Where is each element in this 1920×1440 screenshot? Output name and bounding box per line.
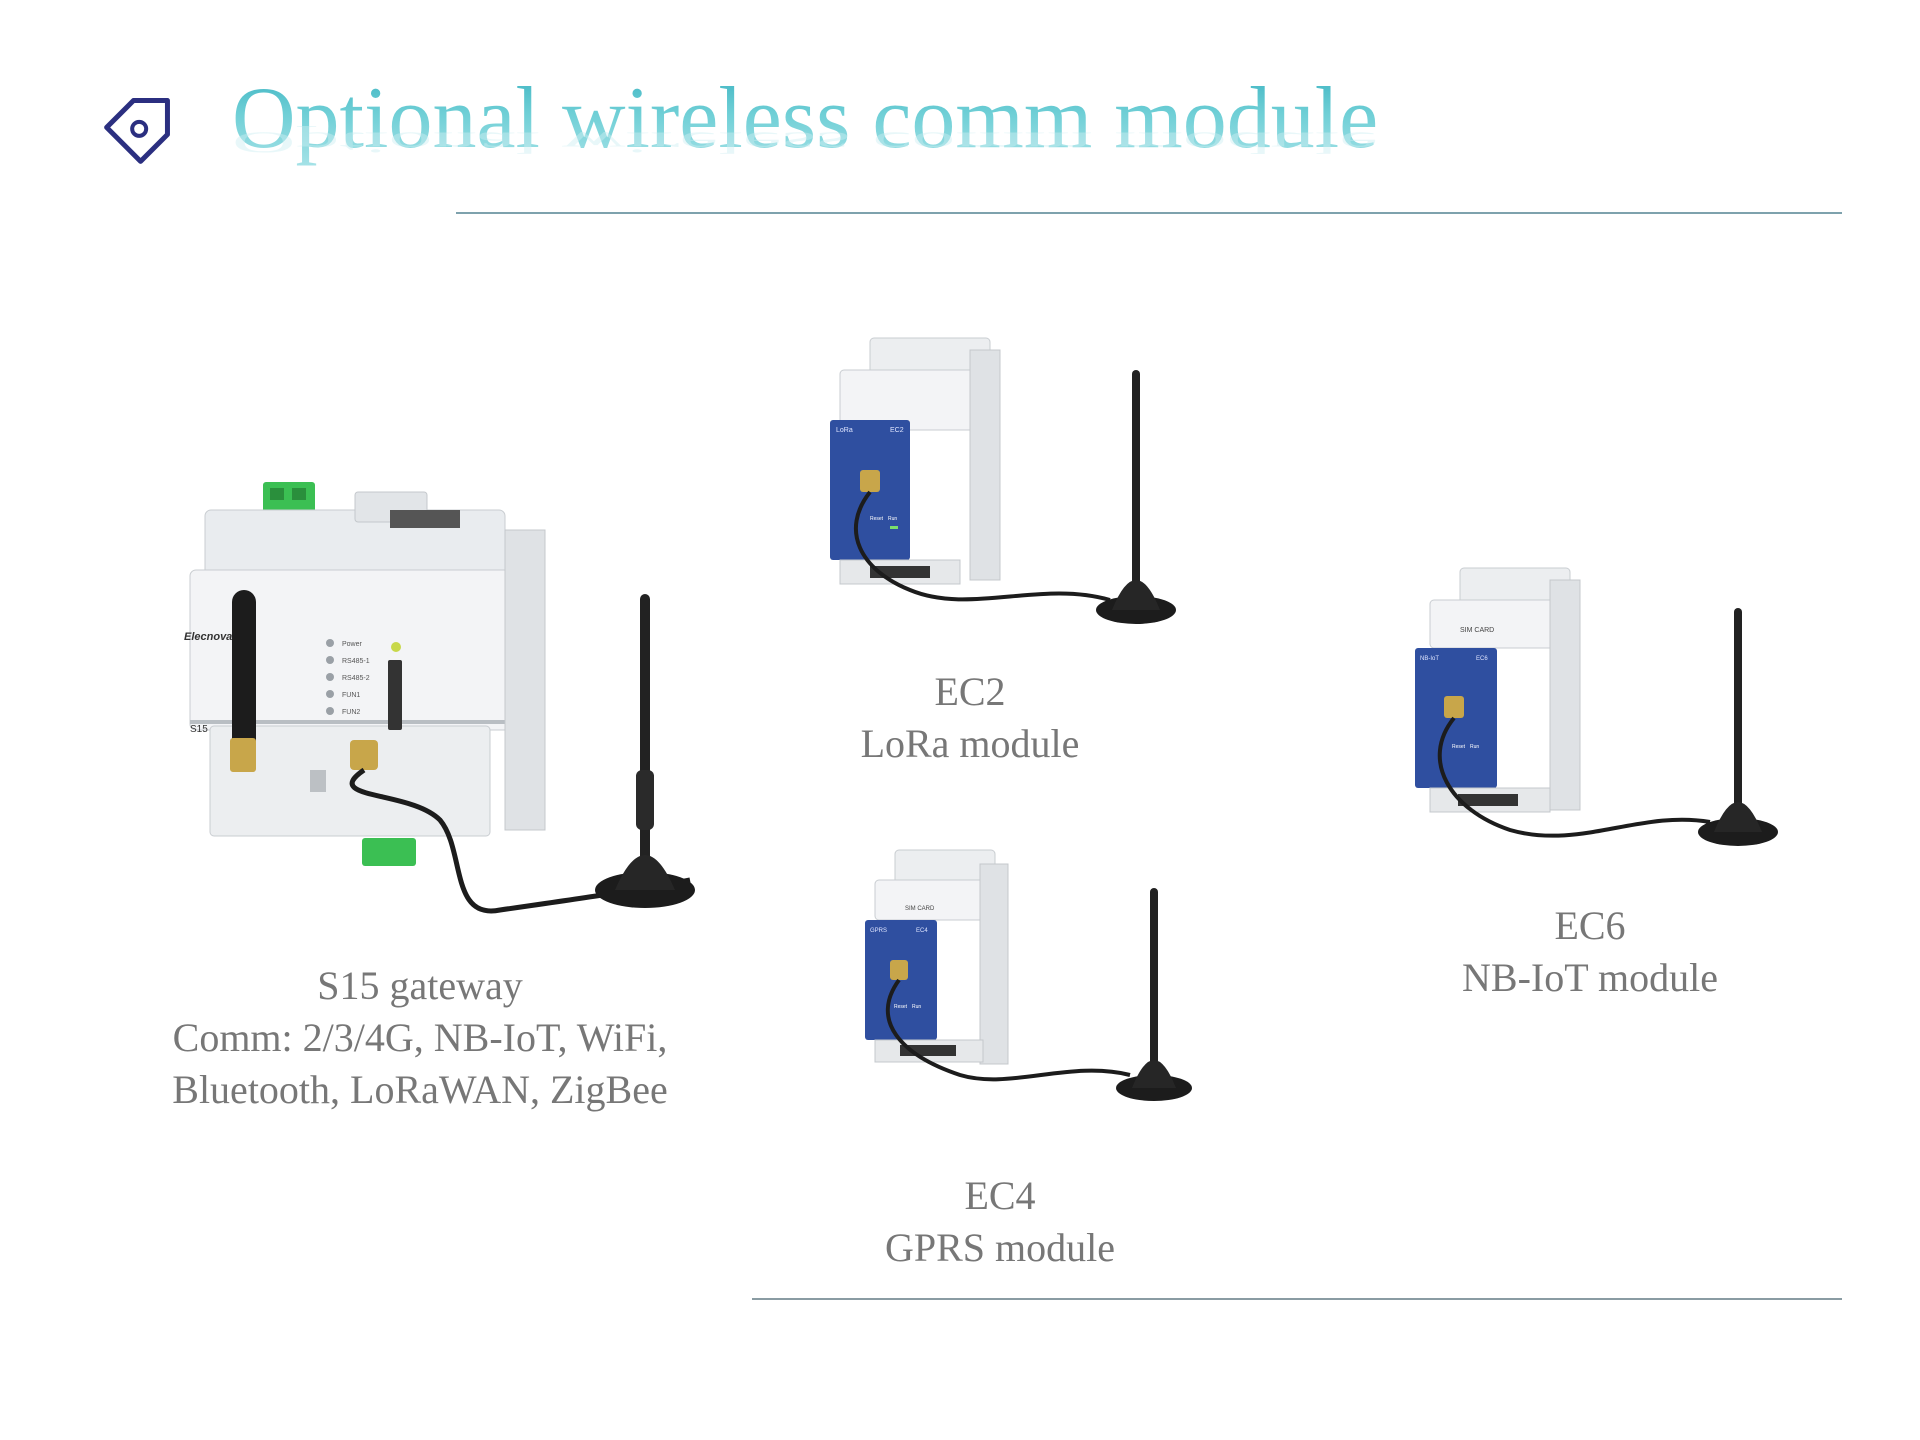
svg-text:NB-IoT: NB-IoT [1420, 656, 1439, 662]
svg-text:GPRS: GPRS [870, 928, 887, 934]
ec6-caption-title: EC6 [1554, 903, 1626, 948]
s15-caption-title: S15 gateway [317, 963, 523, 1008]
ec4-caption-title: EC4 [964, 1173, 1036, 1218]
s15-gateway-image: Elecnova S15 Power RS485-1 RS485-2 FUN1 … [184, 482, 695, 914]
ec2-caption-title: EC2 [934, 669, 1006, 714]
model-label: S15 [190, 724, 208, 735]
ec6-caption-subtitle: NB-IoT module [1462, 955, 1718, 1000]
svg-text:Reset: Reset [1452, 744, 1466, 750]
ec2-module-image: LoRa EC2 Reset Run [830, 337, 1176, 624]
svg-text:Run: Run [888, 516, 897, 522]
sim-slot [388, 660, 402, 730]
terminal-block-bottom [362, 838, 416, 866]
svg-text:Reset: Reset [870, 516, 884, 522]
svg-text:LoRa: LoRa [836, 427, 853, 434]
page-title: Optional wireless comm module [232, 68, 1378, 169]
brand-label: Elecnova [184, 631, 232, 643]
led-label: FUN1 [342, 692, 360, 699]
ec4-caption: EC4 GPRS module [840, 1170, 1160, 1274]
svg-text:Reset: Reset [894, 1004, 908, 1010]
svg-text:EC4: EC4 [916, 928, 928, 934]
s15-caption-line3: Bluetooth, LoRaWAN, ZigBee [172, 1067, 668, 1112]
status-led [391, 642, 401, 652]
s15-caption: S15 gateway Comm: 2/3/4G, NB-IoT, WiFi, … [130, 960, 710, 1116]
led-label: RS485-1 [342, 658, 370, 665]
ec6-module-image: SIM CARD NB-IoT EC6 Reset Run [1415, 567, 1778, 846]
svg-text:SIM CARD: SIM CARD [1460, 627, 1494, 634]
whip-antenna [640, 594, 650, 874]
svg-text:Run: Run [1470, 744, 1479, 750]
ec2-caption-subtitle: LoRa module [860, 721, 1080, 766]
led-label: Power [342, 641, 363, 648]
page-title-reflection: Optional wireless comm module [232, 125, 1379, 160]
led-label: RS485-2 [342, 675, 370, 682]
ec4-module-image: SIM CARD GPRS EC4 Reset Run [865, 849, 1192, 1101]
title-divider [456, 212, 1842, 214]
svg-text:EC6: EC6 [1476, 656, 1488, 662]
led-power [326, 639, 334, 647]
s15-caption-line2: Comm: 2/3/4G, NB-IoT, WiFi, [172, 1015, 668, 1060]
footer-divider [752, 1298, 1842, 1300]
ec2-caption: EC2 LoRa module [820, 666, 1120, 770]
svg-text:SIM CARD: SIM CARD [905, 906, 935, 912]
tag-icon [104, 98, 170, 164]
svg-text:EC2: EC2 [890, 427, 904, 434]
ec6-caption: EC6 NB-IoT module [1420, 900, 1760, 1004]
stub-antenna [232, 590, 256, 770]
svg-text:Run: Run [912, 1004, 921, 1010]
ec4-caption-subtitle: GPRS module [884, 1225, 1116, 1270]
led-label: FUN2 [342, 709, 360, 716]
